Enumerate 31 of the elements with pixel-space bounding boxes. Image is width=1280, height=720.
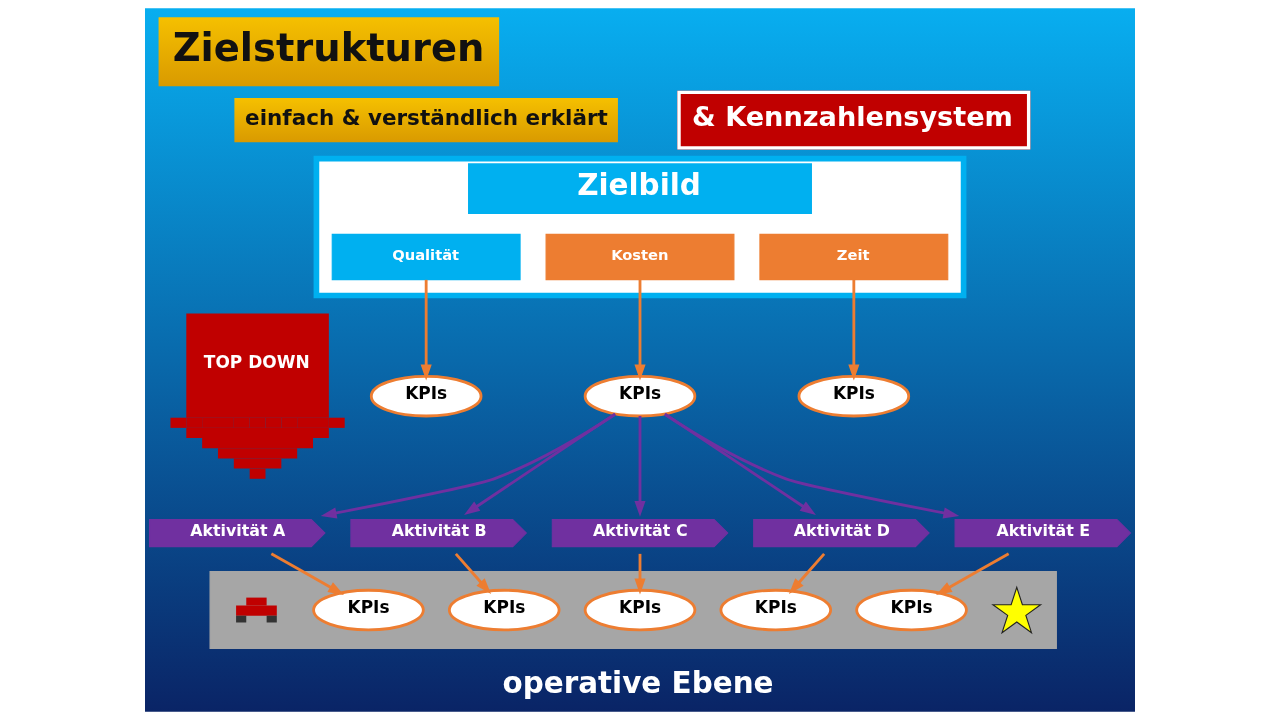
- node-ellipse: KPIs: [855, 588, 968, 632]
- arrow: [320, 413, 617, 519]
- label: operative Ebene: [502, 665, 774, 700]
- arrow: [634, 553, 646, 595]
- node-ellipse: KPIs: [797, 375, 911, 418]
- arrow: [420, 279, 432, 381]
- arrow: [454, 552, 492, 594]
- arrow: [634, 416, 646, 517]
- label: einfach & verständlich erklärt: [245, 104, 608, 130]
- node-ellipse: KPIs: [447, 588, 561, 632]
- label: & Kennzahlensystem: [692, 101, 1013, 133]
- label: TOP DOWN: [203, 352, 310, 373]
- arrow: [788, 552, 826, 594]
- node-ellipse: KPIs: [583, 588, 697, 632]
- node-ellipse: KPIs: [369, 375, 483, 418]
- node-star: [991, 585, 1043, 635]
- node-box: Kosten: [545, 233, 735, 281]
- node-ellipse: KPIs: [719, 588, 833, 632]
- diagram-title: Zielstrukturen: [172, 24, 485, 70]
- cluster: [209, 571, 1057, 650]
- node-ellipse: KPIs: [312, 588, 425, 632]
- arrow: [936, 552, 1010, 595]
- arrow: [848, 279, 860, 381]
- arrow: [664, 412, 816, 515]
- node-box: Qualität: [331, 233, 521, 281]
- node-ellipse: KPIs: [583, 375, 697, 418]
- arrow: [634, 279, 646, 381]
- arrow: [270, 552, 344, 595]
- arrow: [464, 412, 616, 515]
- arrow: [663, 413, 960, 519]
- node-box: Zeit: [759, 233, 949, 281]
